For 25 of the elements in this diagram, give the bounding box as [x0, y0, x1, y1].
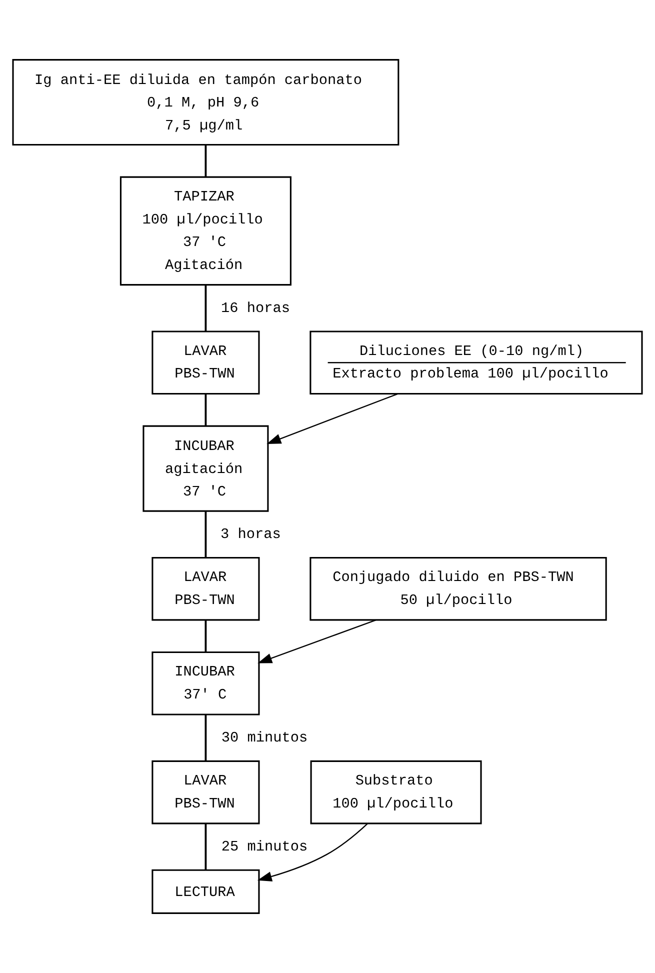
node-box: Diluciones EE (0-10 ng/ml) Extracto problema 100 µl/pocillo [310, 330, 643, 395]
node-box: LAVAR PBS-TWN [152, 330, 260, 395]
connector [204, 714, 207, 762]
connector [204, 620, 207, 652]
connector [204, 824, 207, 870]
arrow [258, 620, 376, 664]
node-box: INCUBAR agitación 37 'C [142, 425, 269, 512]
connector [204, 394, 207, 426]
node-box: Conjugado diluido en PBS-TWN 50 µl/pocillo [310, 556, 607, 621]
node-box: LECTURA [152, 869, 260, 914]
edge-label: 25 minutos [221, 839, 308, 856]
node-box: LAVAR PBS-TWN [152, 556, 260, 621]
edge-label: 3 horas [220, 527, 281, 544]
node-box: INCUBAR 37' C [152, 652, 260, 716]
node-box: TAPIZAR 100 µl/pocillo 37 'C Agitación [120, 176, 292, 286]
connector [204, 285, 207, 332]
edge-label: 30 minutos [221, 730, 308, 747]
edge-label: 16 horas [221, 300, 290, 317]
node-box: LAVAR PBS-TWN [152, 760, 260, 824]
arrow [257, 823, 368, 882]
connector [204, 144, 207, 177]
arrow [266, 393, 398, 444]
connector [204, 511, 207, 558]
node-box: Substrato 100 µl/pocillo [310, 760, 482, 824]
node-box: Ig anti-EE diluida en tampón carbonato 0,1 M, pH 9,6 7,5 µg/ml [12, 59, 400, 146]
